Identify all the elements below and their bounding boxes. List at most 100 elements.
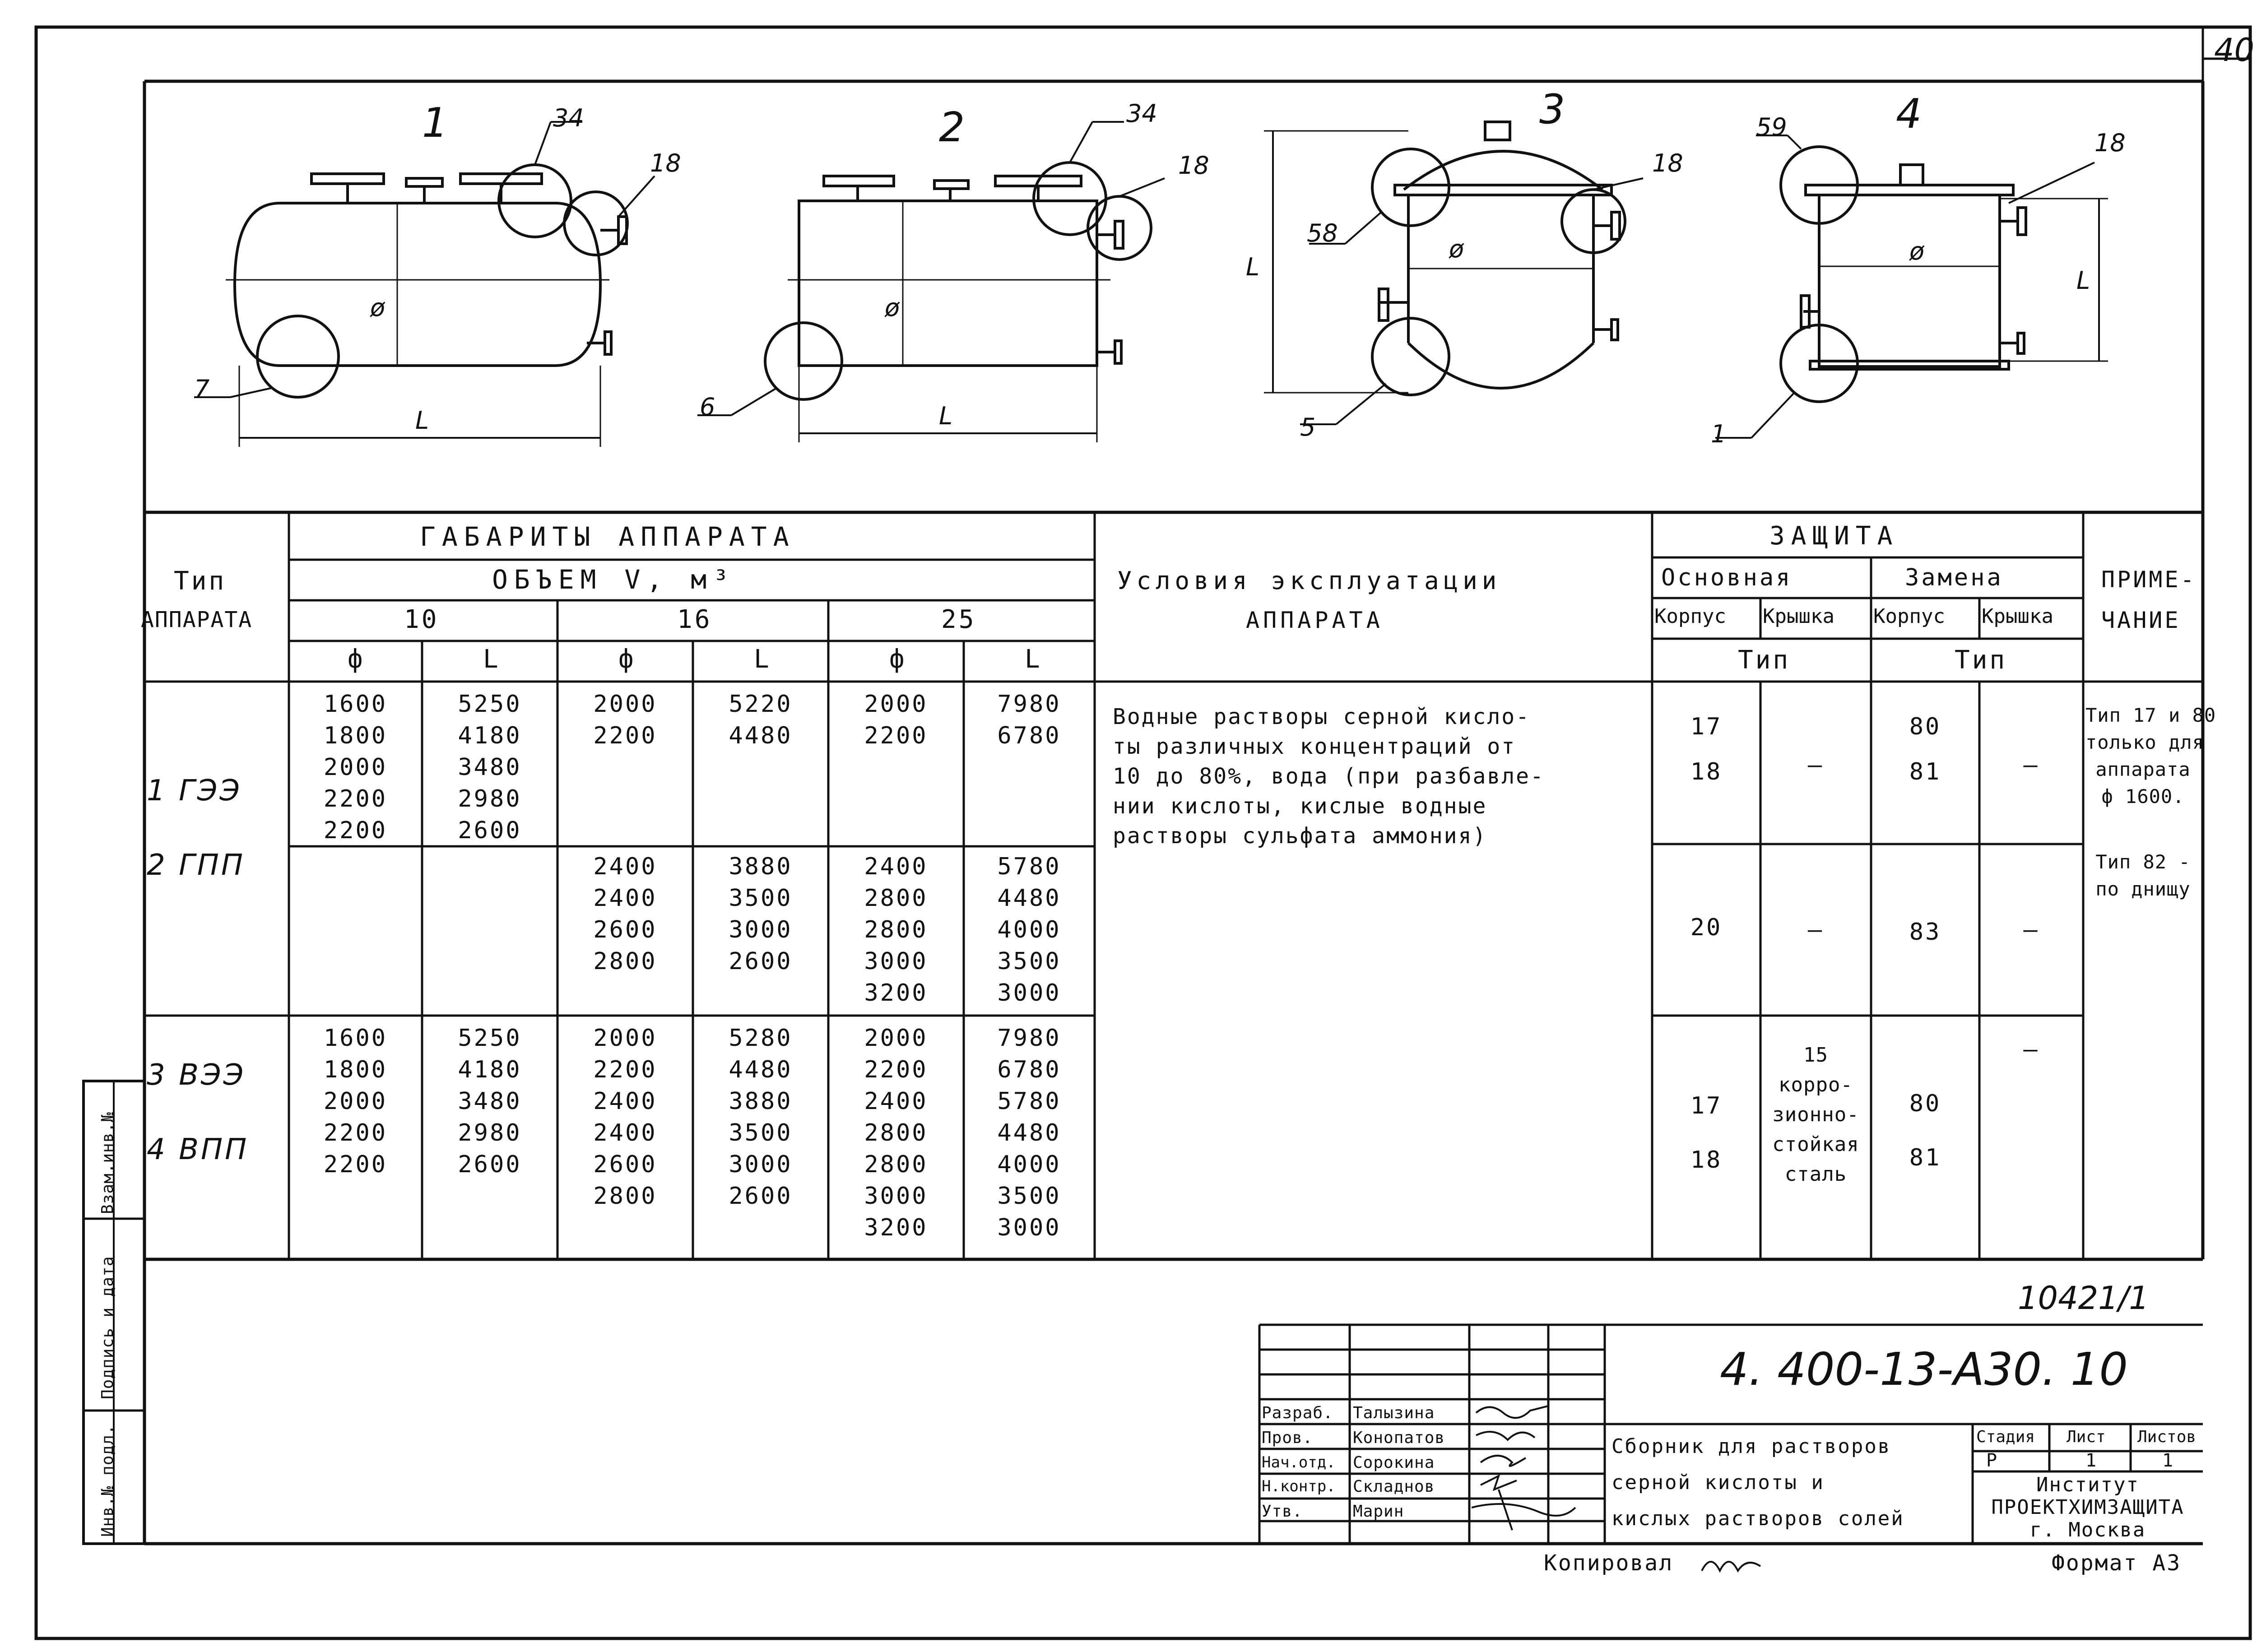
operating-conditions: Водные растворы серной кисло- ты различн… — [1113, 704, 1545, 849]
header-tip-replace: Тип — [1955, 645, 2007, 675]
name-developer: Талызина — [1353, 1404, 1435, 1422]
drawing-3-callout-a: 18 — [1652, 149, 1683, 177]
inventory-number: 10421/1 — [2018, 1280, 2149, 1317]
role-approved: Утв. — [1262, 1502, 1303, 1521]
r3-L-25: 7980 6780 5780 4480 4000 3500 3000 — [997, 1025, 1061, 1241]
volume-25: 25 — [941, 605, 976, 634]
header-type-2: АППАРАТА — [141, 607, 253, 632]
drawing-4-callout-c: 1 — [1711, 420, 1727, 448]
header-note: ПРИМЕ- — [2101, 566, 2197, 593]
header-lid-main: Крышка — [1763, 605, 1834, 628]
format-label: Формат А3 — [2052, 1550, 2182, 1576]
apparatus-drawings — [194, 121, 2108, 447]
note-1: Тип 17 и 80 только для аппарата ф 1600. — [2085, 704, 2216, 807]
drawing-3-number: 3 — [1539, 86, 1565, 133]
stage-header: Стадия — [1976, 1428, 2035, 1446]
note-2: Тип 82 - по днищу — [2095, 851, 2191, 900]
drawing-1-callout-b: 18 — [650, 149, 681, 177]
header-dimensions: ГАБАРИТЫ АППАРАТА — [420, 521, 795, 552]
drawing-4-diameter: ø — [1909, 237, 1925, 265]
r3-L-16: 5280 4480 3880 3500 3000 2600 — [729, 1025, 793, 1210]
name-approved: Марин — [1353, 1502, 1404, 1521]
header-conditions-2: АППАРАТА — [1246, 607, 1384, 633]
prot1-lid: — — [1807, 752, 1824, 779]
col-L-16: L — [754, 645, 771, 674]
role-checked: Пров. — [1262, 1429, 1313, 1447]
prot2-lid: — — [1807, 916, 1824, 943]
prot1-rlid: — — [2023, 752, 2039, 779]
document-title: Сборник для растворов серной кислоты и к… — [1611, 1435, 1904, 1530]
drawing-1 — [226, 163, 629, 447]
r1-L-16: 5220 4480 — [729, 691, 793, 749]
col-L-25: L — [1025, 645, 1042, 674]
drawing-2-diameter: ø — [885, 293, 900, 322]
prot1-body: 17 18 — [1690, 713, 1723, 785]
role-norm-control: Н.контр. — [1262, 1477, 1336, 1495]
drawing-4-callout-b: 18 — [2094, 129, 2126, 157]
drawing-1-callout-c: 7 — [194, 375, 210, 403]
volume-16: 16 — [677, 605, 712, 634]
type-2: 2 ГПП — [147, 849, 245, 882]
prot3-rbody: 80 81 — [1909, 1090, 1941, 1171]
prot2-body: 20 — [1690, 914, 1723, 941]
col-phi-25: ф — [889, 645, 907, 674]
drawing-2-length: L — [939, 402, 953, 430]
col-phi-16: ф — [618, 645, 636, 674]
drawing-4 — [1779, 145, 2108, 403]
drawing-3-callout-b: 58 — [1307, 219, 1338, 247]
copied-signature — [1701, 1561, 1761, 1573]
r3-phi-16: 2000 2200 2400 2400 2600 2800 — [593, 1025, 657, 1210]
page-number: 40 — [2214, 32, 2255, 69]
stamp-signature-date: Подпись и дата — [98, 1256, 117, 1399]
name-norm-control: Складнов — [1353, 1477, 1435, 1496]
prot3-rlid: — — [2023, 1036, 2039, 1063]
copied-label: Копировал — [1544, 1550, 1674, 1576]
r3-phi-10: 1600 1800 2000 2200 2200 — [323, 1025, 388, 1178]
header-volume: ОБЪЕМ V, м³ — [492, 564, 735, 595]
drawing-3 — [1264, 121, 1626, 396]
col-L-10: L — [483, 645, 501, 674]
header-main: Основная — [1661, 564, 1793, 591]
signatures — [1472, 1405, 1576, 1531]
drawing-1-length: L — [415, 406, 429, 435]
col-phi-10: ф — [348, 645, 365, 674]
header-body-main: Корпус — [1654, 605, 1726, 628]
prot2-rlid: — — [2023, 916, 2039, 943]
name-checked: Конопатов — [1353, 1429, 1445, 1447]
drawing-1-diameter: ø — [370, 293, 385, 322]
drawing-2 — [764, 161, 1152, 442]
header-type: Тип — [174, 566, 227, 596]
type-4: 4 ВПП — [147, 1133, 249, 1166]
prot1-rbody: 80 81 — [1909, 713, 1941, 785]
role-developer: Разраб. — [1262, 1404, 1333, 1422]
drawing-4-number: 4 — [1896, 90, 1922, 138]
sheets-value: 1 — [2162, 1450, 2176, 1471]
prot3-body: 17 18 — [1690, 1092, 1723, 1174]
drawing-3-callout-c: 5 — [1300, 413, 1316, 441]
header-note-2: ЧАНИЕ — [2101, 607, 2181, 633]
header-conditions: Условия эксплуатации — [1117, 566, 1501, 595]
drawing-1-callout-a: 34 — [553, 104, 584, 132]
name-dept-head: Сорокина — [1353, 1453, 1435, 1472]
drawing-4-callout-a: 59 — [1756, 113, 1787, 141]
header-lid-replace: Крышка — [1982, 605, 2053, 628]
r1-L-10: 5250 4180 3480 2980 2600 — [458, 691, 522, 844]
organization: Институт ПРОЕКТХИМЗАЩИТА г. Москва — [1991, 1473, 2184, 1541]
type-3: 3 ВЭЭ — [147, 1058, 246, 1092]
r1-phi-16: 2000 2200 — [593, 691, 657, 749]
r1-phi-25: 2000 2200 — [864, 691, 928, 749]
header-body-replace: Корпус — [1873, 605, 1945, 628]
r1-L-25: 7980 6780 — [997, 691, 1061, 749]
header-replace: Замена — [1905, 564, 2003, 591]
drawing-3-length: L — [1246, 253, 1260, 281]
document-designation: 4. 400-13-А30. 10 — [1720, 1343, 2128, 1396]
r2-phi-16: 2400 2400 2600 2800 — [593, 853, 657, 975]
drawing-2-callout-a: 34 — [1126, 99, 1157, 128]
drawing-2-number: 2 — [939, 104, 965, 151]
header-protection: ЗАЩИТА — [1769, 521, 1899, 551]
header-tip-main: Тип — [1738, 645, 1791, 675]
role-dept-head: Нач.отд. — [1262, 1453, 1336, 1471]
r2-L-25: 5780 4480 4000 3500 3000 — [997, 853, 1061, 1007]
drawing-3-diameter: ø — [1449, 235, 1464, 263]
